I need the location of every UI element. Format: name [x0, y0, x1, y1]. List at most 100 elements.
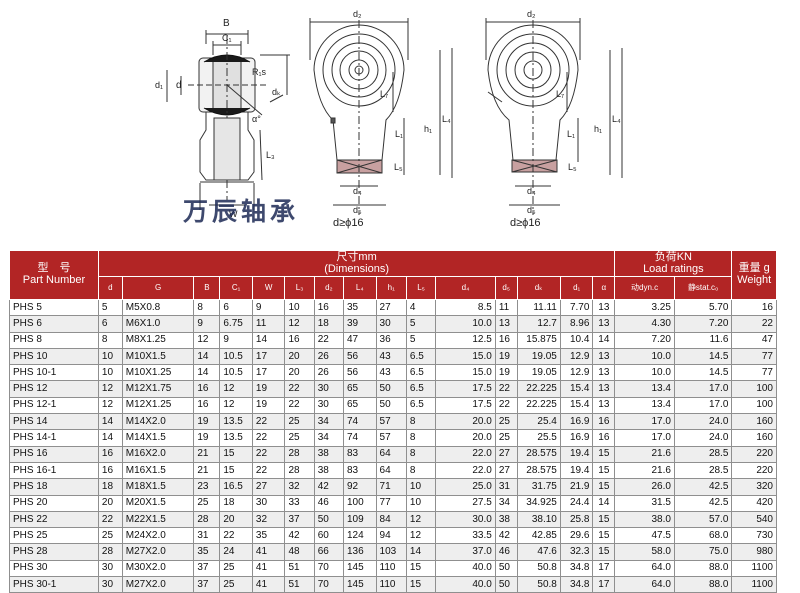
table-cell: 22 — [313, 331, 345, 349]
header-dims-en: (Dimensions) — [324, 262, 389, 275]
table-cell: 5 — [405, 331, 437, 349]
table-cell: 220 — [731, 461, 777, 480]
table-cell: 17.0 — [614, 429, 675, 447]
table-cell: 34 — [313, 429, 345, 447]
table-cell: 24.4 — [559, 494, 594, 512]
label-d5: d₅ — [353, 205, 362, 215]
table-cell: 9 — [193, 315, 221, 333]
header-load-cn: 负荷KN — [654, 250, 692, 263]
table-cell: 7.20 — [614, 331, 675, 349]
table-cell: 34 — [494, 494, 518, 512]
table-cell: 14 — [592, 494, 616, 512]
table-cell: 30 — [313, 396, 345, 415]
table-cell: 38 — [313, 461, 345, 480]
label-d1: d₁ — [155, 80, 163, 90]
table-cell: 37 — [193, 576, 221, 593]
part-number-cell: PHS 16-1 — [9, 461, 99, 480]
table-cell: 35 — [193, 543, 221, 561]
label-W: W — [229, 209, 238, 219]
table-cell: M16X1.5 — [121, 461, 195, 480]
table-cell: 17.0 — [673, 396, 733, 415]
column-header: 动dyn.c — [614, 276, 675, 300]
table-cell: 28.5 — [673, 461, 733, 480]
table-cell: 38 — [494, 510, 518, 529]
table-cell: 20 — [284, 364, 315, 382]
table-cell: 33 — [284, 494, 315, 512]
label-L7-right: L₇ — [556, 89, 564, 99]
table-cell: 10 — [405, 494, 437, 512]
table-cell: 42 — [494, 527, 518, 545]
table-cell: 18 — [97, 478, 123, 496]
table-cell: 19 — [251, 380, 286, 398]
label-d2-right: d₂ — [527, 9, 536, 19]
table-cell: 12 — [405, 527, 437, 545]
table-cell: 33.5 — [435, 527, 496, 545]
table-cell: 77 — [731, 347, 777, 366]
column-header: dₖ — [516, 276, 561, 300]
table-cell: 13.4 — [614, 396, 675, 415]
table-cell: 26 — [313, 347, 345, 366]
table-cell: 50.8 — [516, 576, 561, 593]
table-cell: 51 — [284, 576, 315, 593]
front-view-left — [309, 18, 453, 215]
header-load-ratings: 负荷KN Load ratings — [614, 250, 733, 277]
label-L5: L₅ — [394, 162, 403, 172]
part-number-cell: PHS 5 — [9, 298, 99, 317]
label-L7: L₇ — [380, 89, 388, 99]
table-cell: 30 — [375, 315, 407, 333]
table-cell: 57.0 — [673, 510, 733, 529]
table-cell: 74 — [343, 429, 377, 447]
table-cell: 56 — [343, 347, 377, 366]
table-cell: 15 — [219, 445, 253, 463]
label-R1s: R₁s — [252, 67, 267, 77]
table-cell: 25 — [193, 494, 221, 512]
table-cell: 15 — [592, 527, 616, 545]
table-cell: 15.875 — [516, 331, 561, 349]
column-header: L₃ — [284, 276, 315, 300]
table-cell: 36 — [375, 331, 407, 349]
table-cell: 75.0 — [673, 543, 733, 561]
table-cell: 34 — [313, 413, 345, 431]
table-cell: 19.4 — [559, 445, 594, 463]
table-cell: 15 — [219, 461, 253, 480]
table-cell: 15 — [592, 445, 616, 463]
table-cell: 16 — [313, 298, 345, 317]
header-load-en: Load ratings — [643, 262, 704, 275]
table-cell: 21.9 — [559, 478, 594, 496]
front-view-right — [485, 18, 623, 215]
table-cell: 50 — [375, 396, 407, 415]
table-cell: 25.5 — [516, 429, 561, 447]
column-header: d — [97, 276, 123, 300]
table-cell: 16 — [284, 331, 315, 349]
table-cell: 42.5 — [673, 478, 733, 496]
table-cell: 10 — [97, 364, 123, 382]
table-cell: 28 — [97, 543, 123, 561]
table-cell: 58.0 — [614, 543, 675, 561]
label-h1-right: h₁ — [594, 124, 602, 134]
table-cell: 12 — [193, 331, 221, 349]
label-d4-right: d₄ — [527, 186, 536, 196]
table-cell: 8 — [193, 298, 221, 317]
table-cell: 34.8 — [559, 559, 594, 578]
table-cell: 110 — [375, 559, 407, 578]
table-cell: 1100 — [731, 576, 777, 593]
header-dimensions: 尺寸mm (Dimensions) — [97, 250, 616, 277]
table-cell: 28 — [284, 445, 315, 463]
part-number-cell: PHS 20 — [9, 494, 99, 512]
part-number-cell: PHS 12-1 — [9, 396, 99, 415]
table-cell: 10 — [405, 478, 437, 496]
table-cell: M27X2.0 — [121, 576, 195, 593]
table-cell: 10.0 — [614, 364, 675, 382]
table-cell: 11 — [251, 315, 286, 333]
table-cell: 26 — [313, 364, 345, 382]
table-cell: 22 — [494, 396, 518, 415]
table-cell: 10.5 — [219, 364, 253, 382]
part-number-cell: PHS 12 — [9, 380, 99, 398]
table-cell: 50 — [375, 380, 407, 398]
table-cell: 25 — [284, 413, 315, 431]
table-cell: 84 — [375, 510, 407, 529]
table-cell: 13 — [592, 347, 616, 366]
